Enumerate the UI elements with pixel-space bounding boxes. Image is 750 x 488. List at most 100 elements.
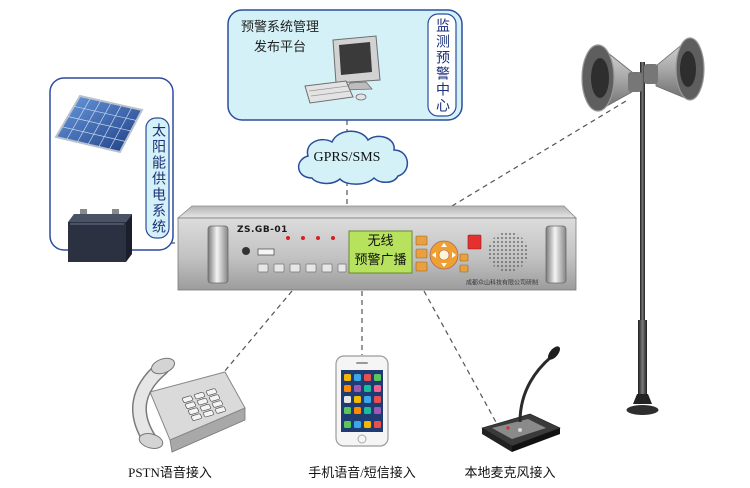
side-button-column bbox=[459, 253, 469, 273]
keyboard-key-row bbox=[308, 85, 349, 92]
smartphone-icon bbox=[335, 355, 389, 447]
function-button bbox=[321, 263, 333, 273]
keypad-key bbox=[209, 394, 220, 401]
microphone-button bbox=[518, 428, 522, 432]
right-horn-driver bbox=[644, 64, 658, 84]
app-icon bbox=[374, 374, 381, 381]
smartphone-app-grid bbox=[344, 374, 381, 428]
function-button bbox=[273, 263, 285, 273]
usb-port bbox=[257, 248, 275, 256]
device-top-surface bbox=[176, 205, 577, 219]
app-icon bbox=[354, 374, 361, 381]
center-label-box bbox=[427, 13, 457, 117]
device-handle-left bbox=[207, 225, 229, 284]
keypad-key bbox=[203, 410, 214, 417]
battery-icon bbox=[68, 209, 132, 262]
app-icon bbox=[364, 407, 371, 414]
telephone-base-top bbox=[149, 371, 246, 441]
app-icon bbox=[344, 396, 351, 403]
keypad-key bbox=[200, 404, 211, 411]
keypad-key bbox=[188, 408, 199, 415]
cloud-icon bbox=[298, 130, 408, 185]
function-button bbox=[305, 263, 317, 273]
speaker-pole-base bbox=[626, 405, 659, 415]
speaker-pole bbox=[640, 62, 645, 322]
connector-device-telephone bbox=[223, 290, 293, 373]
keypad-key bbox=[197, 398, 208, 405]
keypad-key bbox=[215, 406, 226, 413]
menu-button bbox=[415, 261, 428, 272]
keypad-key bbox=[206, 388, 217, 395]
telephone-handset bbox=[133, 362, 168, 446]
mouse bbox=[355, 93, 367, 101]
app-icon bbox=[344, 407, 351, 414]
direction-pad bbox=[429, 240, 459, 270]
input-label-mobile: 手机语音/短信接入 bbox=[308, 465, 416, 480]
solar-grid-line bbox=[67, 116, 132, 132]
connector-device-microphone bbox=[423, 290, 498, 425]
left-horn-driver bbox=[628, 72, 642, 92]
telephone-earpiece bbox=[150, 357, 176, 375]
dpad-center bbox=[438, 249, 450, 261]
app-icon bbox=[344, 374, 351, 381]
app-icon bbox=[374, 407, 381, 414]
app-icon bbox=[374, 421, 381, 428]
speaker-grille bbox=[488, 232, 528, 272]
keypad-key bbox=[191, 414, 202, 421]
speaker-pole-foot bbox=[633, 394, 652, 404]
broadcast-device bbox=[176, 205, 577, 291]
alarm-button bbox=[467, 234, 482, 250]
speaker-pole-lower bbox=[638, 320, 647, 402]
power-indicator bbox=[242, 247, 250, 255]
keypad-key bbox=[212, 400, 223, 407]
telephone-icon bbox=[131, 357, 246, 453]
status-led bbox=[331, 236, 335, 240]
status-led bbox=[316, 236, 320, 240]
microphone-indicator bbox=[506, 426, 510, 430]
app-icon bbox=[354, 421, 361, 428]
status-led bbox=[286, 236, 290, 240]
battery-terminal bbox=[80, 209, 87, 215]
status-led bbox=[301, 236, 305, 240]
lcd-line2: 预警广播 bbox=[354, 253, 407, 268]
app-icon bbox=[374, 385, 381, 392]
app-icon bbox=[354, 407, 361, 414]
app-icon bbox=[344, 385, 351, 392]
center-label: 监测预警中心 bbox=[434, 17, 450, 114]
smartphone-earpiece bbox=[356, 362, 368, 364]
arrow-left-icon bbox=[432, 252, 436, 258]
keypad-key bbox=[185, 402, 196, 409]
app-icon bbox=[364, 385, 371, 392]
smartphone-home-button bbox=[357, 434, 367, 444]
lcd-screen bbox=[348, 230, 413, 274]
solar-grid-line bbox=[61, 126, 126, 142]
menu-button bbox=[415, 248, 428, 259]
menu-button bbox=[415, 235, 428, 246]
platform-title-line1: 预警系统管理 bbox=[241, 20, 320, 35]
battery-front bbox=[68, 222, 126, 262]
monitor-screen bbox=[339, 42, 372, 75]
power-box bbox=[49, 77, 174, 262]
right-horn-throat bbox=[680, 51, 696, 87]
computer-icon bbox=[304, 35, 381, 104]
device-handle-right bbox=[545, 225, 567, 284]
app-icon bbox=[354, 385, 361, 392]
left-horn-throat bbox=[591, 58, 609, 98]
status-led-row bbox=[286, 236, 335, 240]
microphone-base-front-right bbox=[512, 428, 560, 452]
battery-terminal bbox=[112, 209, 119, 215]
keypad-key bbox=[194, 392, 205, 399]
device-maker: 成都众山科技有限公司研制 bbox=[466, 279, 539, 286]
arrow-right-icon bbox=[452, 252, 456, 258]
platform-box bbox=[227, 9, 463, 121]
arrow-up-icon bbox=[441, 243, 447, 247]
microphone-base-front-left bbox=[482, 428, 512, 452]
power-label: 太阳能供电系统 bbox=[150, 122, 166, 235]
microphone-gooseneck bbox=[518, 355, 552, 423]
function-button bbox=[337, 263, 347, 273]
keypad-key bbox=[182, 396, 193, 403]
app-icon bbox=[374, 396, 381, 403]
keyboard-key-row bbox=[310, 90, 351, 97]
